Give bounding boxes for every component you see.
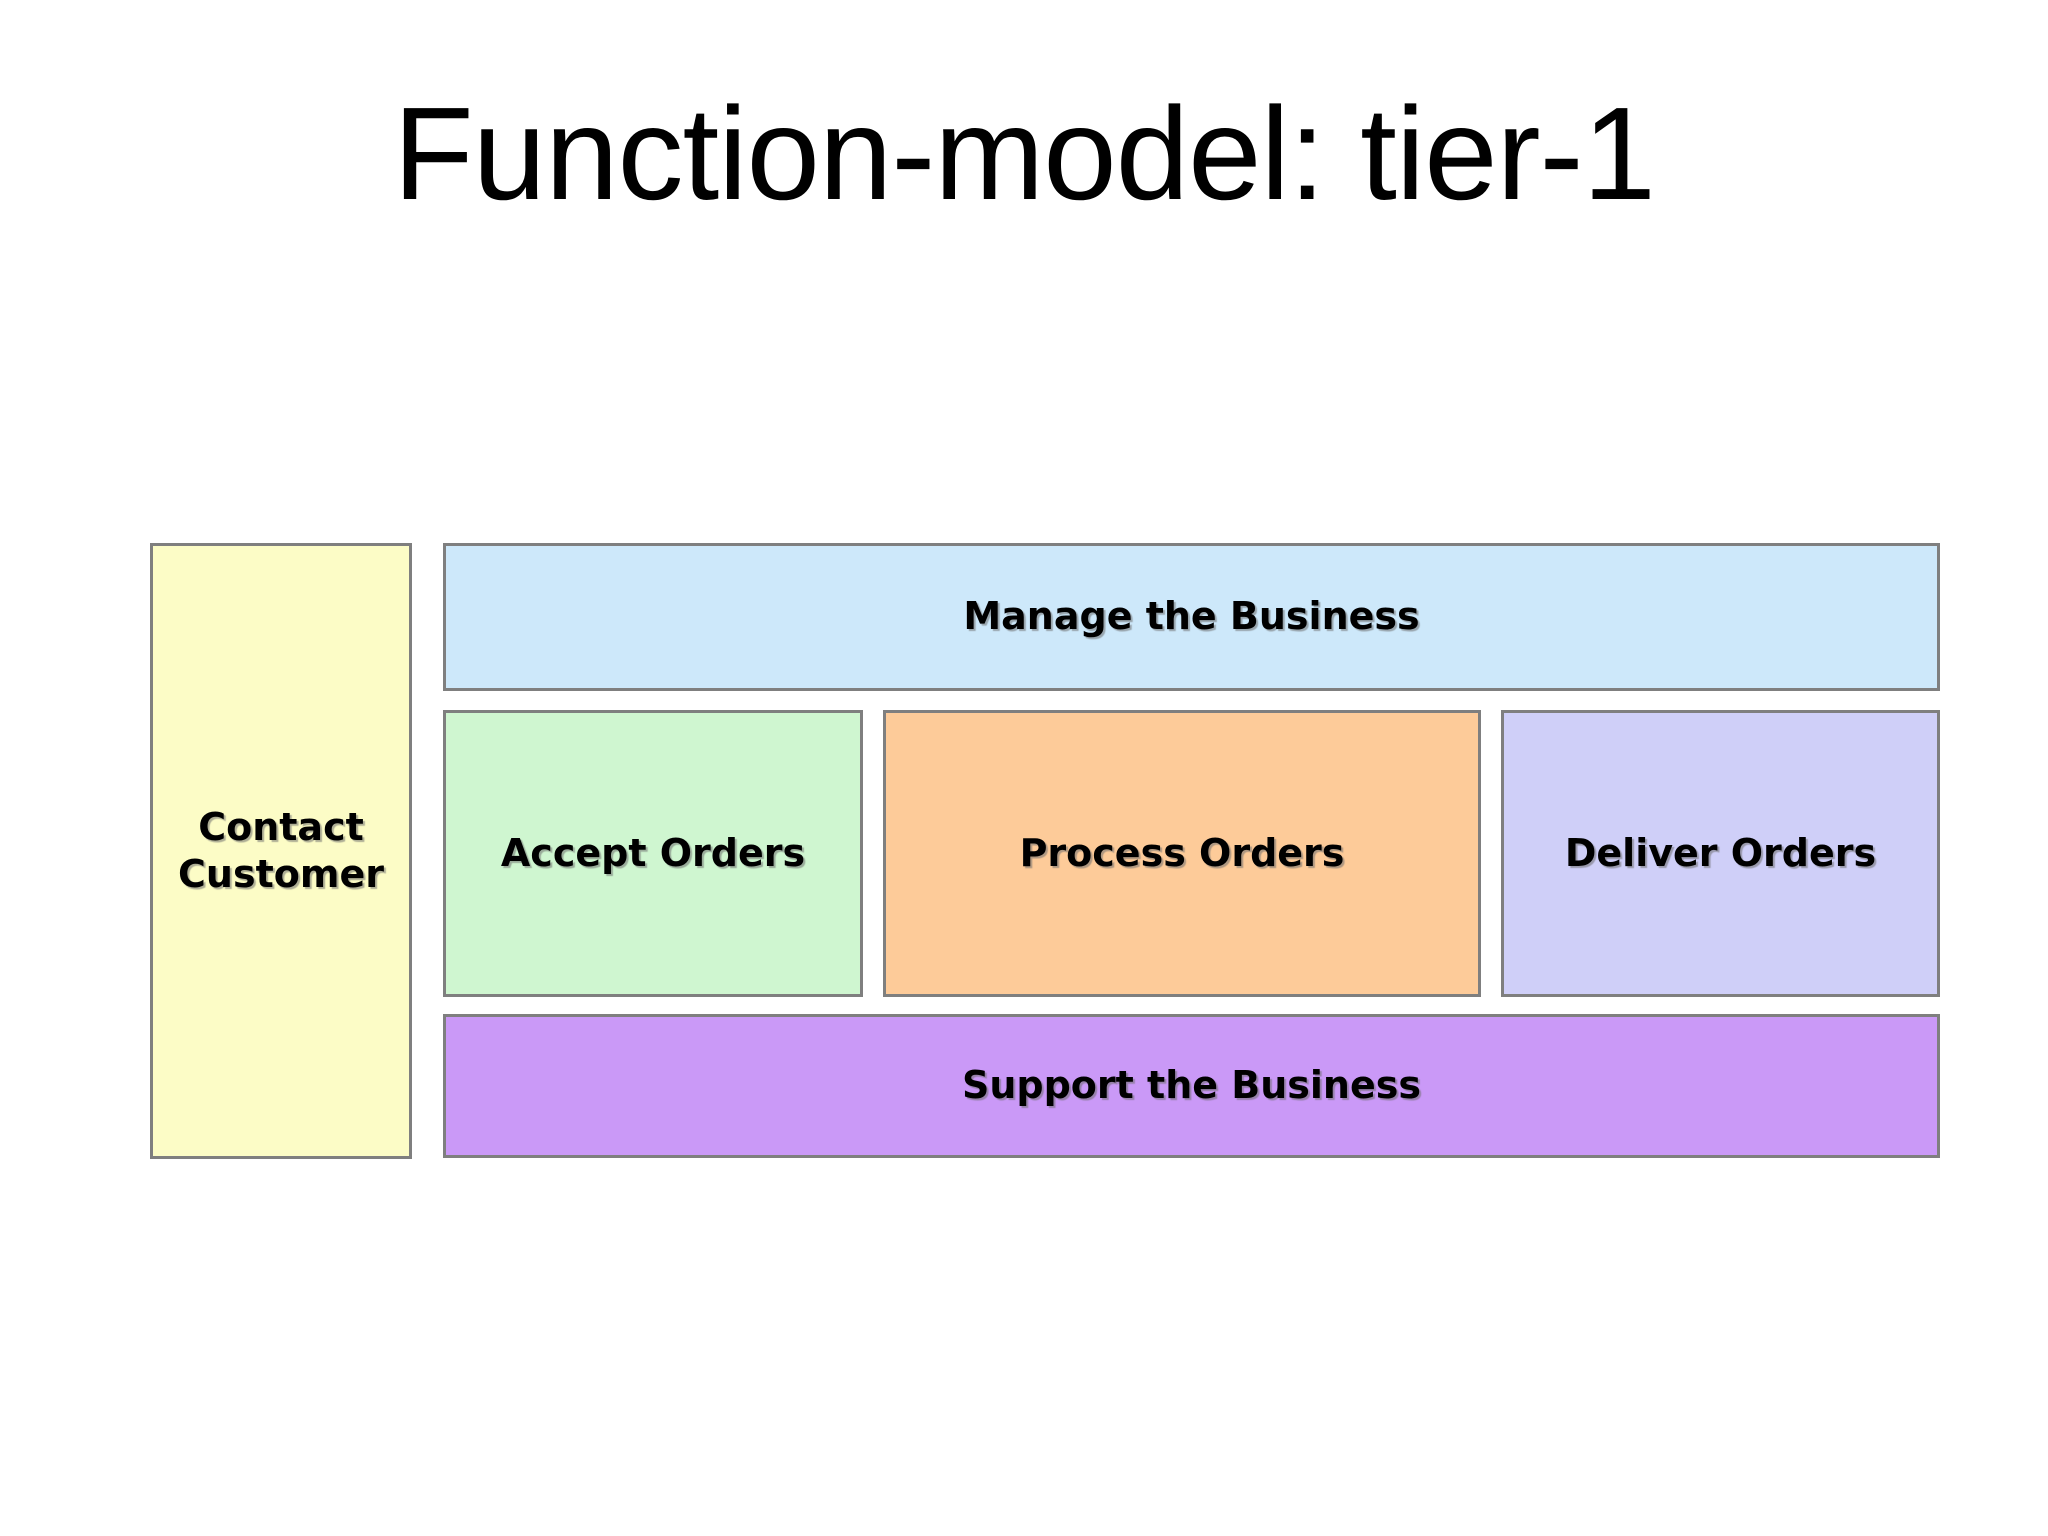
box-support-the-business: Support the Business [443,1014,1940,1158]
box-manage-the-business-label: Manage the Business [963,594,1420,639]
box-deliver-orders: Deliver Orders [1501,710,1940,997]
box-deliver-orders-label: Deliver Orders [1564,830,1877,875]
box-accept-orders-label: Accept Orders [500,830,806,875]
box-contact-customer: Contact Customer [150,543,412,1159]
box-manage-the-business: Manage the Business [443,543,1940,691]
slide-title: Function-model: tier-1 [393,80,1656,227]
box-contact-customer-label: Contact Customer [178,804,384,897]
box-process-orders-label: Process Orders [1019,830,1345,875]
box-support-the-business-label: Support the Business [961,1063,1421,1108]
box-accept-orders: Accept Orders [443,710,863,997]
box-process-orders: Process Orders [883,710,1481,997]
